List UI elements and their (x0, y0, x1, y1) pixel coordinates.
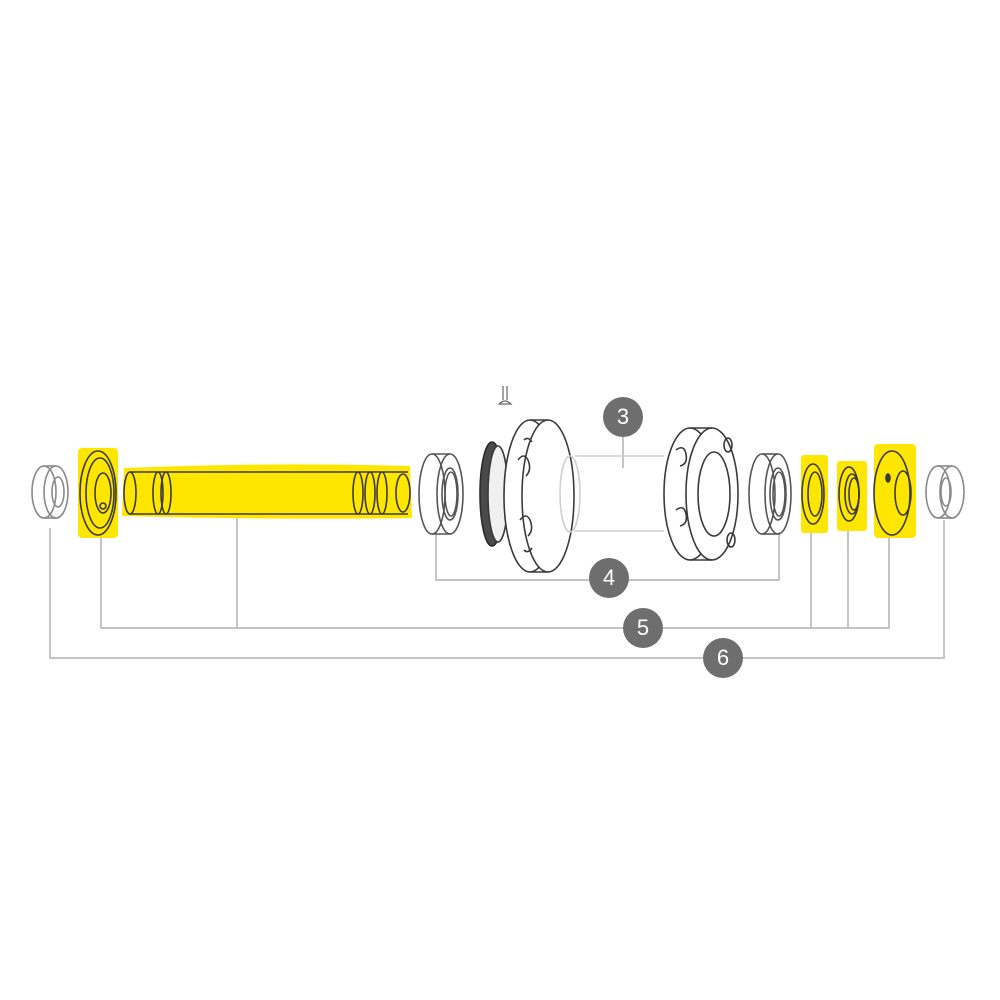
right-end-cap (925, 465, 965, 519)
callout-4: 4 (589, 558, 629, 598)
highlight-axle (122, 464, 412, 519)
hub-body (559, 455, 664, 533)
axle (123, 471, 411, 515)
callout-3: 3 (603, 397, 643, 437)
freehub-splines (479, 441, 509, 547)
leader-line-5 (100, 528, 890, 629)
hub-left-flange (503, 419, 575, 573)
left-bearing (418, 453, 464, 535)
right-axle-cap (873, 450, 912, 536)
leader-line-6 (49, 520, 945, 659)
right-flange (663, 427, 739, 561)
callout-6: 6 (703, 638, 743, 678)
callout-5: 5 (623, 608, 663, 648)
highlight-left-axle-cap (78, 448, 118, 538)
highlight-lock-ring (837, 461, 867, 531)
rotor-bolt (497, 386, 513, 405)
right-bearing (748, 453, 792, 535)
lock-ring (838, 466, 860, 522)
left-axle-cap (79, 450, 117, 536)
spacer-ring (801, 463, 825, 525)
left-end-cap (31, 465, 69, 519)
